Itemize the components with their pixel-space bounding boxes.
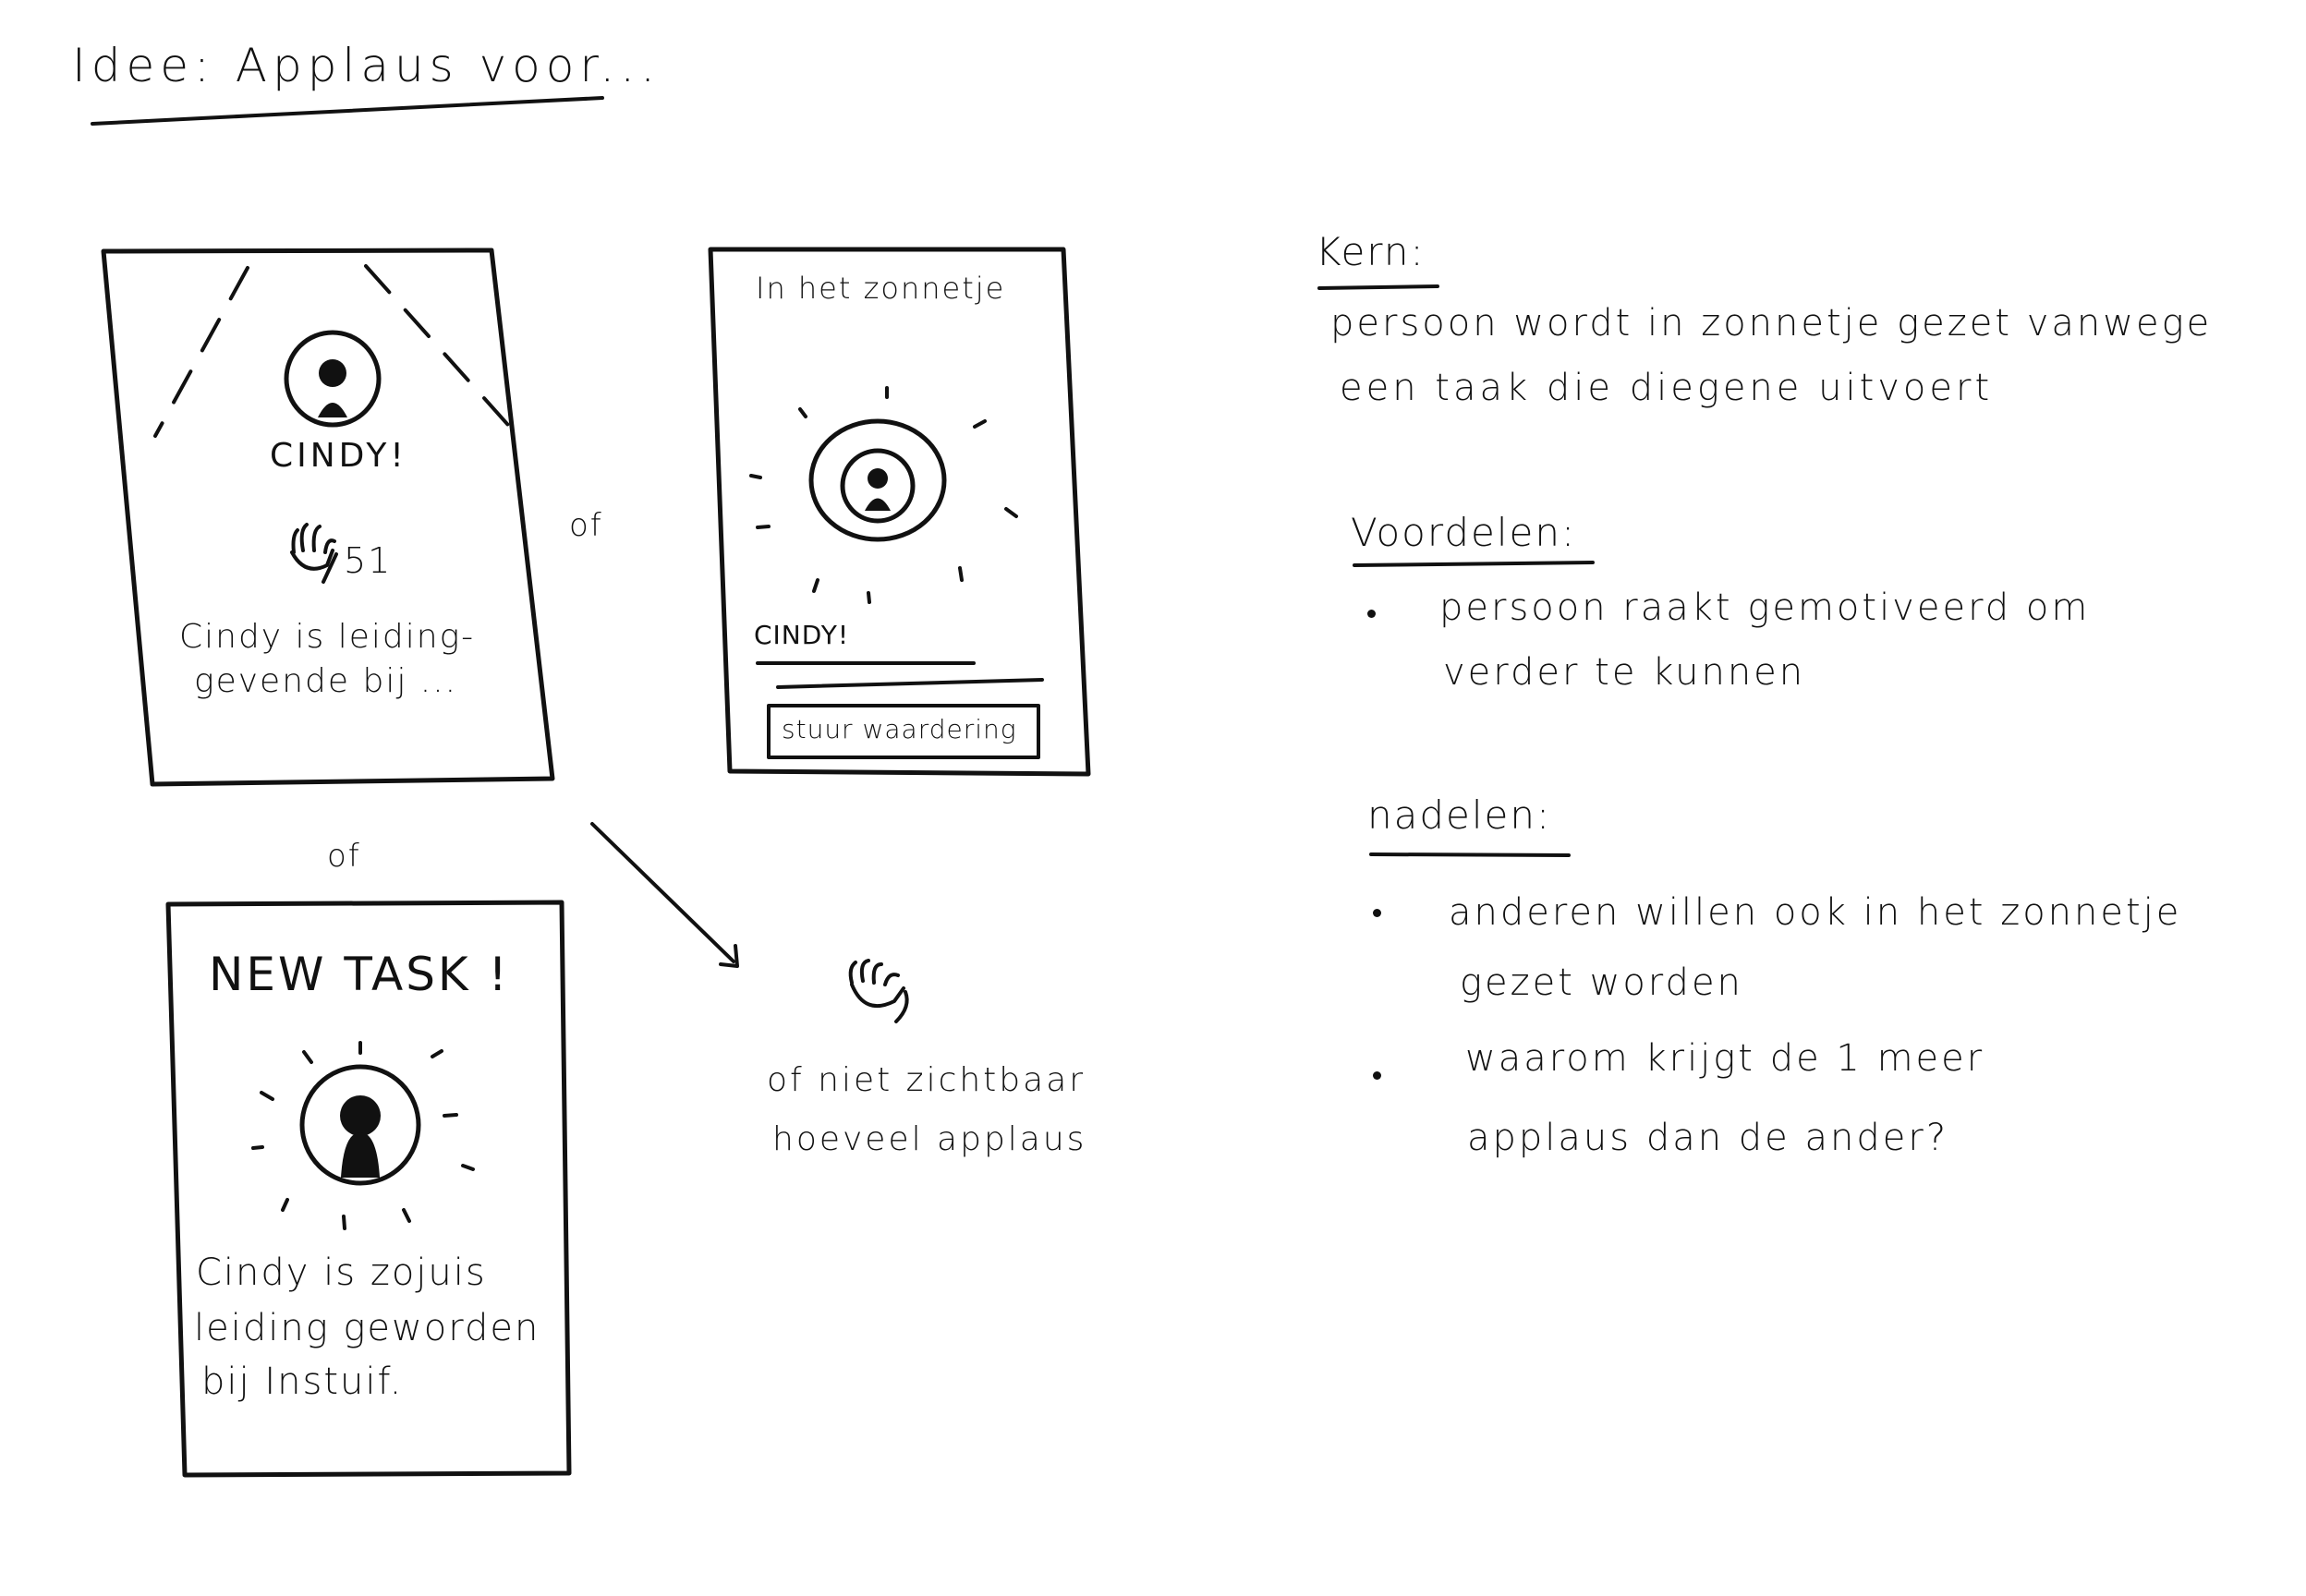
kern-line2: een taak die diegene uitvoert — [1340, 367, 1994, 409]
avatar-icon — [284, 330, 382, 428]
voordelen-underline — [1353, 561, 1595, 567]
sketch3-header: NEW TASK ! — [209, 948, 510, 1001]
nadelen-item2-line2: applaus dan de ander? — [1467, 1117, 1949, 1159]
sketch2-header: In het zonnetje — [756, 271, 1006, 306]
alt-note-line2: hoeveel applaus — [772, 1120, 1087, 1158]
send-appreciation-button-frame — [767, 704, 1040, 759]
sketch2-name: CINDY! — [754, 620, 850, 650]
nadelen-underline — [1369, 852, 1571, 857]
applause-hand-icon — [290, 523, 338, 584]
applause-hand-icon — [848, 959, 909, 1023]
spotlight-icon — [749, 386, 1018, 604]
page-title: Idee: Applaus voor... — [72, 39, 661, 92]
nadelen-item1-line2: gezet worden — [1460, 961, 1743, 1004]
alt-note-line1: of niet zichtbaar — [767, 1061, 1086, 1099]
or-label: of — [327, 838, 361, 875]
avatar-icon — [299, 1064, 421, 1186]
voordelen-item-line1: persoon raakt gemotiveerd om — [1439, 586, 2091, 629]
or-label: of — [569, 507, 603, 544]
spotlight-icon — [251, 1041, 475, 1230]
nadelen-item1-line1: anderen willen ook in het zonnetje — [1449, 891, 2182, 934]
divider — [776, 678, 1044, 689]
sketch3-caption-line2: leiding geworden — [194, 1307, 540, 1349]
sketch2-frame — [708, 247, 1091, 777]
arrow-icon — [590, 822, 735, 963]
kern-underline — [1317, 284, 1439, 290]
bullet — [1367, 610, 1376, 618]
kern-line1: persoon wordt in zonnetje gezet vanwege — [1330, 302, 2213, 345]
spotlight-icon — [153, 264, 525, 443]
sketch1-caption-line1: Cindy is leiding- — [179, 618, 476, 656]
send-appreciation-button[interactable]: stuur waardering — [782, 714, 1017, 744]
sketch1-applause-count: 51 — [344, 540, 393, 581]
nadelen-item2-line1: waarom krijgt de 1 meer — [1465, 1037, 1985, 1080]
sketch1-name: CINDY! — [270, 437, 407, 475]
sketch1-caption-line2: gevende bij ... — [194, 662, 458, 700]
bullet — [1373, 1071, 1381, 1080]
avatar-icon — [808, 418, 947, 542]
nadelen-heading: nadelen: — [1367, 792, 1552, 838]
title-underline — [91, 96, 604, 126]
arrow-icon — [719, 944, 739, 968]
kern-heading: Kern: — [1316, 229, 1426, 274]
sketch3-frame — [165, 900, 572, 1478]
sketch3-caption-line1: Cindy is zojuis — [196, 1251, 487, 1294]
sketch3-caption-line3: bij Instuif. — [201, 1360, 404, 1403]
voordelen-heading: Voordelen: — [1351, 510, 1577, 555]
bullet — [1373, 909, 1381, 917]
sketch1-frame — [101, 248, 555, 787]
voordelen-item-line2: verder te kunnen — [1443, 651, 1806, 694]
